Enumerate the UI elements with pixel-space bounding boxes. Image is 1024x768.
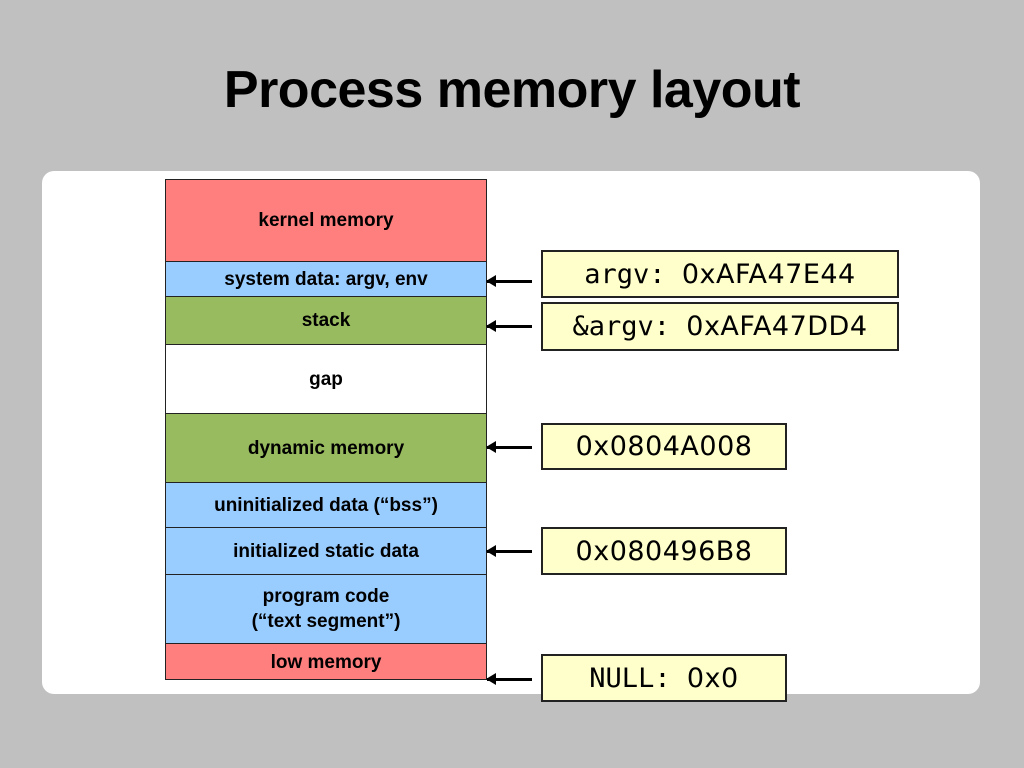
- segment-dynamic-memory: dynamic memory: [166, 414, 486, 483]
- memory-stack: kernel memory system data: argv, env sta…: [165, 179, 487, 680]
- segment-low-memory: low memory: [166, 644, 486, 680]
- address-label: &argv:: [572, 311, 687, 342]
- address-label: argv:: [584, 258, 682, 290]
- address-value: 0xAFA47E44: [681, 258, 856, 290]
- arrow-left-icon: [486, 673, 532, 685]
- address-label: NULL:: [589, 662, 687, 694]
- address-box-static: 0x080496B8: [541, 527, 787, 575]
- segment-stack: stack: [166, 297, 486, 345]
- address-box-argv: argv: 0xAFA47E44: [541, 250, 899, 298]
- segment-gap: gap: [166, 345, 486, 414]
- slide-title: Process memory layout: [223, 61, 801, 119]
- address-box-null: NULL: 0x0: [541, 654, 787, 702]
- address-box-dynamic: 0x0804A008: [541, 423, 787, 470]
- segment-program-code: program code (“text segment”): [166, 575, 486, 644]
- segment-system-data: system data: argv, env: [166, 262, 486, 297]
- address-value: 0xAFA47DD4: [686, 311, 868, 342]
- arrow-left-icon: [486, 320, 532, 332]
- address-value: 0x0804A008: [575, 431, 753, 462]
- arrow-left-icon: [486, 441, 532, 453]
- segment-kernel-memory: kernel memory: [166, 180, 486, 262]
- address-box-argv-ref: &argv: 0xAFA47DD4: [541, 302, 899, 351]
- address-value: 0x080496B8: [575, 535, 753, 567]
- arrow-left-icon: [486, 275, 532, 287]
- address-value: 0x0: [686, 662, 739, 694]
- segment-initialized-data: initialized static data: [166, 528, 486, 575]
- arrow-left-icon: [486, 545, 532, 557]
- segment-bss: uninitialized data (“bss”): [166, 483, 486, 528]
